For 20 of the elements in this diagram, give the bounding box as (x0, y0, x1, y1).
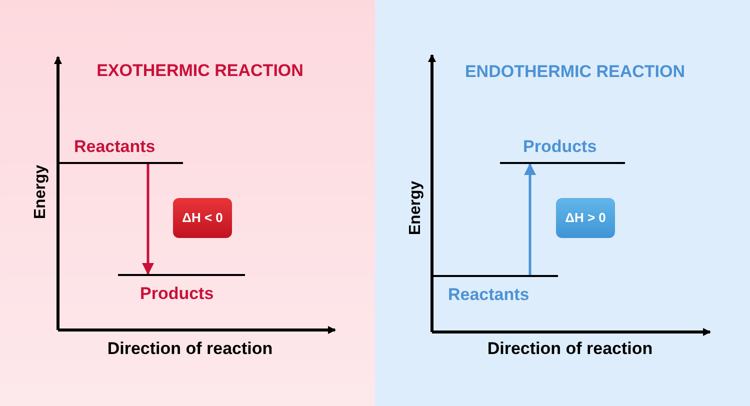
energy-level (118, 274, 245, 302)
arrow (142, 164, 154, 275)
energy-level (432, 275, 558, 303)
panel-title: EXOTHERMIC REACTION (96, 60, 304, 82)
level-label: Reactants (448, 286, 530, 303)
level-label: Products (140, 285, 214, 302)
panel-title: ENDOTHERMIC REACTION (464, 61, 686, 83)
enthalpy-label: ΔH < 0 (182, 209, 223, 228)
level-label: Reactants (74, 138, 156, 155)
axis-label: Direction of reaction (106, 338, 274, 360)
enthalpy-badge (173, 198, 232, 238)
enthalpy-label: ΔH > 0 (565, 209, 606, 228)
axis-label: Direction of reaction (486, 338, 654, 360)
energy-level (58, 138, 183, 164)
energy-level (500, 138, 625, 164)
axis-label: Energy (31, 164, 50, 222)
enthalpy-badge (556, 198, 615, 238)
arrow (524, 163, 536, 275)
axis-label: Energy (406, 180, 425, 238)
level-label: Products (523, 138, 597, 155)
